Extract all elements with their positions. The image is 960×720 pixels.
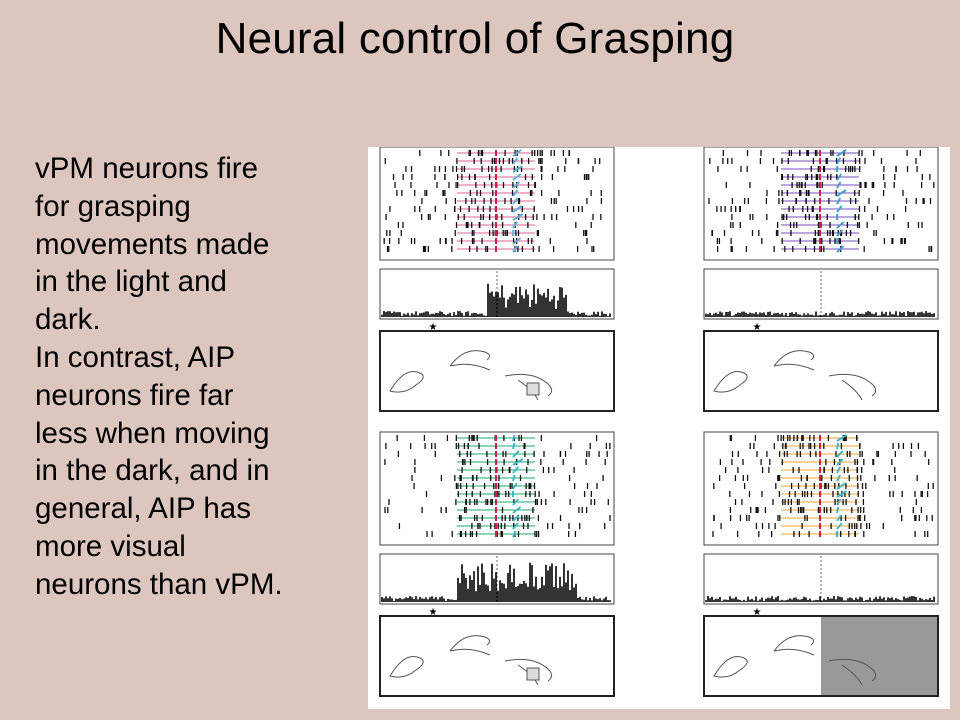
event-marker	[836, 458, 844, 466]
event-marker	[836, 205, 843, 213]
hand-sketch	[828, 373, 877, 401]
event-marker	[512, 442, 516, 450]
body-line: less when moving	[35, 416, 270, 450]
event-marker	[512, 165, 523, 173]
event-marker	[836, 466, 842, 474]
event-marker	[512, 221, 518, 229]
hand-drawing-box	[703, 330, 939, 412]
event-marker	[512, 245, 519, 253]
event-marker	[512, 522, 519, 530]
body-line: for grasping	[35, 189, 191, 223]
event-marker	[512, 189, 519, 197]
hand-drawing-box	[379, 330, 615, 412]
body-line: in the dark, and in	[35, 454, 270, 488]
event-marker	[836, 506, 840, 514]
event-marker	[836, 498, 842, 506]
event-marker	[512, 197, 519, 205]
event-marker	[836, 229, 844, 237]
event-marker	[512, 498, 520, 506]
hand-sketch	[389, 656, 424, 678]
event-marker	[512, 434, 516, 442]
event-marker	[512, 530, 517, 538]
raster-figure-svg: ★ ★ ★ ★	[379, 147, 939, 697]
event-marker	[836, 514, 842, 522]
event-marker	[512, 474, 516, 482]
event-marker	[836, 245, 845, 253]
body-line: dark.	[35, 303, 101, 337]
event-marker	[512, 466, 520, 474]
body-line: more visual	[35, 529, 186, 563]
histogram-box	[703, 553, 939, 605]
event-marker	[836, 450, 844, 458]
hand-sketch	[449, 350, 491, 371]
body-line: neurons than vPM.	[35, 567, 283, 601]
event-marker	[836, 474, 841, 482]
event-marker	[512, 514, 520, 522]
hand-sketch	[713, 656, 748, 678]
event-marker	[836, 490, 848, 498]
event-marker	[512, 506, 522, 514]
star-marker: ★	[429, 322, 438, 333]
body-line: movements made	[35, 227, 270, 261]
event-marker	[512, 181, 520, 189]
object-cube	[526, 667, 540, 681]
star-marker: ★	[753, 607, 762, 618]
event-marker	[836, 434, 847, 442]
hand-sketch	[828, 658, 877, 686]
event-marker	[512, 450, 520, 458]
event-marker	[512, 173, 522, 181]
body-text: vPM neurons fire for grasping movements …	[35, 150, 375, 604]
hand-sketch	[773, 350, 815, 371]
slide-title: Neural control of Grasping	[215, 14, 735, 63]
event-marker	[836, 221, 845, 229]
body-line: general, AIP has	[35, 492, 251, 526]
event-marker	[836, 189, 847, 197]
event-marker	[836, 522, 843, 530]
body-line: vPM neurons fire	[35, 152, 258, 185]
event-marker	[836, 197, 842, 205]
neural-recording-figure: ★ ★ ★ ★	[368, 147, 950, 709]
event-marker	[836, 173, 842, 181]
event-marker	[512, 458, 524, 466]
event-marker	[836, 482, 846, 490]
body-line: In contrast, AIP	[35, 340, 236, 374]
event-marker	[512, 149, 522, 157]
star-marker: ★	[753, 322, 762, 333]
event-marker	[836, 442, 840, 450]
event-marker	[512, 157, 519, 165]
star-marker: ★	[429, 607, 438, 618]
event-marker	[512, 237, 522, 245]
histogram-box	[379, 553, 615, 605]
event-marker	[512, 213, 524, 221]
hand-sketch	[773, 635, 815, 656]
histogram-box	[703, 268, 939, 320]
body-line: in the light and	[35, 265, 227, 299]
dark-condition-shading	[821, 617, 937, 695]
event-marker	[836, 149, 847, 157]
hand-sketch	[389, 371, 424, 393]
event-marker	[512, 482, 518, 490]
hand-sketch	[449, 635, 491, 656]
body-line: neurons fire far	[35, 378, 234, 412]
event-marker	[512, 205, 523, 213]
object-cube	[526, 382, 540, 396]
event-marker	[836, 157, 842, 165]
event-marker	[836, 181, 842, 189]
histogram-box	[379, 268, 615, 320]
hand-drawing-box	[379, 615, 615, 697]
hand-sketch	[713, 371, 748, 393]
